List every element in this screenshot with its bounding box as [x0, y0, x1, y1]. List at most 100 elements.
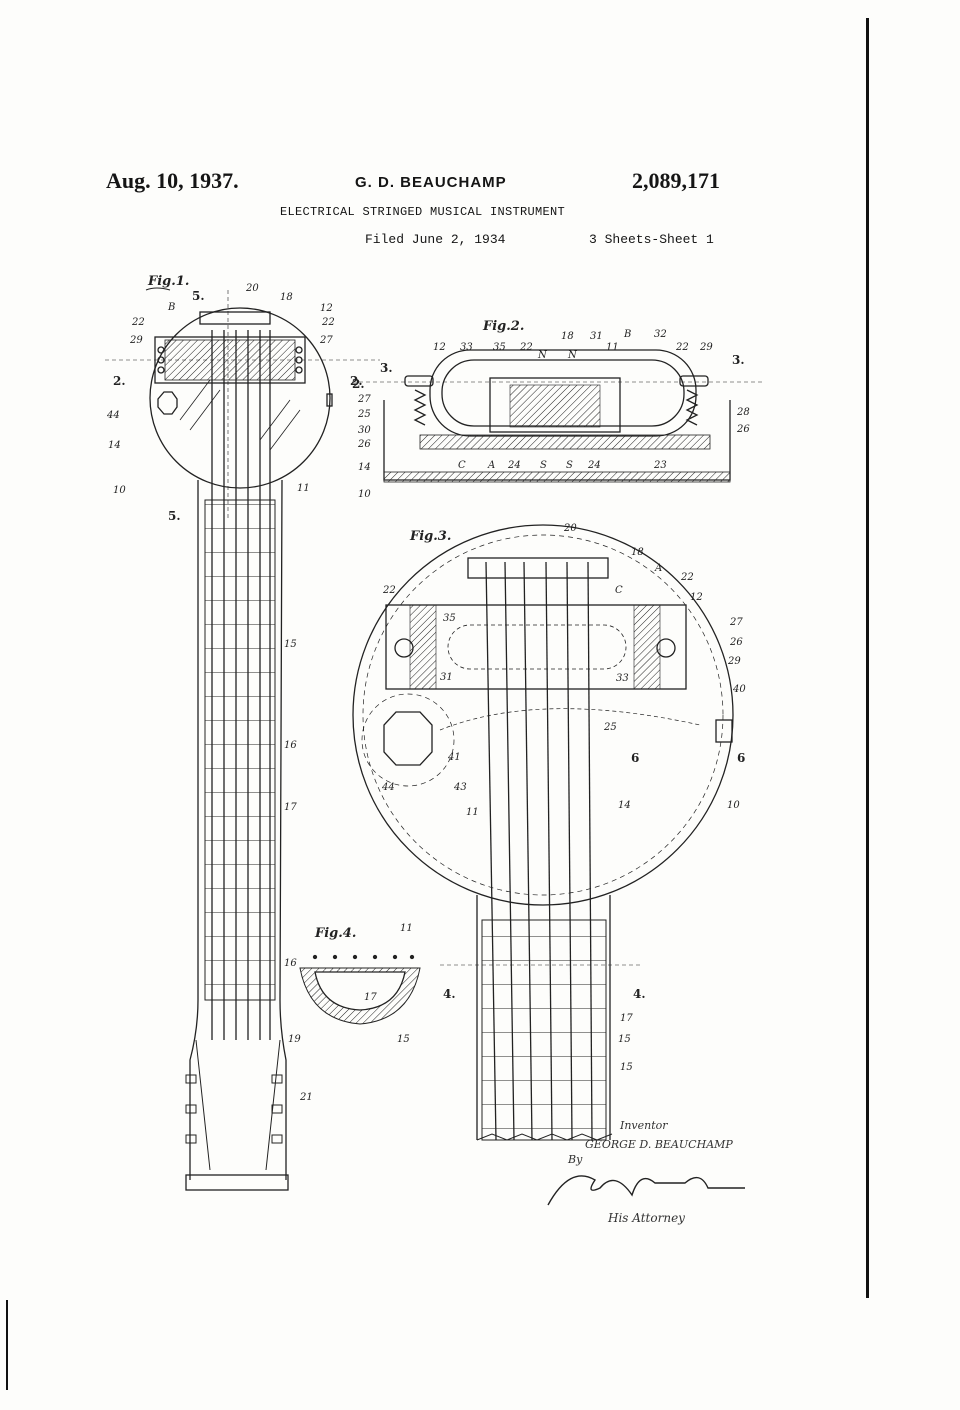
svg-text:4.: 4.: [443, 987, 456, 1001]
svg-text:20: 20: [563, 523, 577, 534]
figure-4: Fig.4.: [299, 926, 421, 1025]
svg-text:35: 35: [443, 613, 456, 624]
svg-text:17: 17: [620, 1013, 633, 1024]
svg-text:22: 22: [131, 317, 145, 328]
svg-text:11: 11: [606, 342, 619, 353]
svg-text:33: 33: [460, 342, 473, 353]
svg-text:14: 14: [108, 440, 121, 451]
fig3-pickup: [385, 604, 687, 690]
svg-text:32: 32: [654, 329, 667, 340]
svg-text:6: 6: [737, 751, 745, 765]
svg-text:41: 41: [447, 752, 461, 763]
svg-text:26: 26: [729, 637, 743, 648]
figure-2: Fig.2.: [352, 319, 764, 483]
patent-date: Aug. 10, 1937.: [106, 168, 239, 193]
signature-block: Inventor GEORGE D. BEAUCHAMP By His Atto…: [547, 1119, 745, 1225]
svg-text:10: 10: [113, 485, 126, 496]
fig1-body: [149, 307, 331, 489]
svg-text:27: 27: [319, 335, 333, 346]
svg-text:22: 22: [675, 342, 689, 353]
svg-text:N: N: [537, 350, 548, 361]
fig3-label: Fig.3.: [409, 529, 451, 544]
svg-text:14: 14: [618, 800, 631, 811]
svg-text:19: 19: [288, 1034, 301, 1045]
svg-text:18: 18: [280, 292, 293, 303]
fig2-left-spring: [413, 389, 427, 426]
by-label: By: [567, 1153, 583, 1166]
inventor-label: Inventor: [619, 1119, 668, 1132]
fig3-reference-numerals: 20 18 A 22 12 C 22 35 27 26 29 31 33 25 …: [381, 523, 746, 1073]
svg-text:2.: 2.: [352, 377, 365, 391]
svg-text:S: S: [566, 460, 573, 471]
fig1-fretboard: [204, 499, 276, 1001]
svg-text:3.: 3.: [732, 353, 745, 367]
svg-text:18: 18: [561, 331, 574, 342]
svg-text:25: 25: [357, 409, 371, 420]
fig2-reference-numerals: 12 33 35 22 N 18 N 31 11 B 32 22 29 27 2…: [352, 329, 750, 500]
fig1-neck-left: [189, 480, 199, 1180]
svg-text:C: C: [615, 585, 623, 596]
svg-text:B: B: [623, 329, 631, 340]
svg-text:15: 15: [284, 639, 297, 650]
svg-text:44: 44: [106, 410, 120, 421]
svg-text:5.: 5.: [192, 289, 205, 303]
svg-text:25: 25: [603, 722, 617, 733]
fig3-body: [352, 524, 734, 906]
svg-text:31: 31: [590, 331, 603, 342]
attorney-signature: [547, 1175, 745, 1206]
svg-text:27: 27: [357, 394, 371, 405]
svg-text:22: 22: [382, 585, 396, 596]
svg-text:10: 10: [727, 800, 740, 811]
svg-text:11: 11: [400, 923, 413, 934]
fig1-reference-numerals: 20 18 12 22 27 B 22 29 44 14 10 11 15 16…: [106, 283, 363, 1103]
fig1-label: Fig.1.: [147, 274, 189, 289]
figure-1: Fig.1.: [105, 274, 380, 1191]
svg-text:2.: 2.: [350, 374, 363, 388]
svg-text:4.: 4.: [633, 987, 646, 1001]
svg-text:31: 31: [440, 672, 453, 683]
svg-text:2.: 2.: [113, 374, 126, 388]
left-edge-mark: [6, 1300, 8, 1390]
svg-text:44: 44: [381, 782, 395, 793]
fig4-label: Fig.4.: [314, 926, 356, 941]
svg-text:A: A: [654, 563, 662, 574]
svg-text:11: 11: [466, 807, 479, 818]
svg-text:17: 17: [364, 992, 377, 1003]
svg-text:15: 15: [397, 1034, 410, 1045]
svg-text:26: 26: [736, 424, 750, 435]
svg-text:10: 10: [358, 489, 371, 500]
svg-text:18: 18: [631, 547, 644, 558]
svg-text:27: 27: [729, 617, 743, 628]
filed-date: Filed June 2, 1934: [365, 232, 506, 247]
inventor-name: G. D. BEAUCHAMP: [355, 174, 507, 191]
fig3-knob: [383, 711, 433, 766]
svg-text:16: 16: [284, 958, 297, 969]
svg-text:22: 22: [321, 317, 335, 328]
svg-text:20: 20: [245, 283, 259, 294]
svg-text:24: 24: [507, 460, 521, 471]
fig1-neck-right: [279, 479, 287, 1180]
fig2-label: Fig.2.: [482, 319, 524, 334]
svg-text:A: A: [487, 460, 495, 471]
svg-text:29: 29: [727, 656, 741, 667]
svg-text:5.: 5.: [168, 509, 181, 523]
fig2-right-spring: [685, 389, 699, 426]
svg-text:24: 24: [587, 460, 601, 471]
svg-text:21: 21: [299, 1092, 313, 1103]
fig3-bridge: [467, 557, 609, 579]
svg-text:B: B: [167, 302, 175, 313]
svg-text:29: 29: [699, 342, 713, 353]
attorney-label: His Attorney: [607, 1211, 685, 1225]
svg-text:23: 23: [653, 460, 667, 471]
svg-text:35: 35: [493, 342, 506, 353]
svg-text:17: 17: [284, 802, 297, 813]
svg-text:26: 26: [357, 439, 371, 450]
figure-3: Fig.3.: [352, 524, 734, 1141]
svg-text:28: 28: [736, 407, 750, 418]
svg-text:N: N: [567, 350, 578, 361]
svg-text:16: 16: [284, 740, 297, 751]
svg-text:14: 14: [358, 462, 371, 473]
svg-text:12: 12: [690, 592, 703, 603]
svg-text:30: 30: [358, 425, 371, 436]
